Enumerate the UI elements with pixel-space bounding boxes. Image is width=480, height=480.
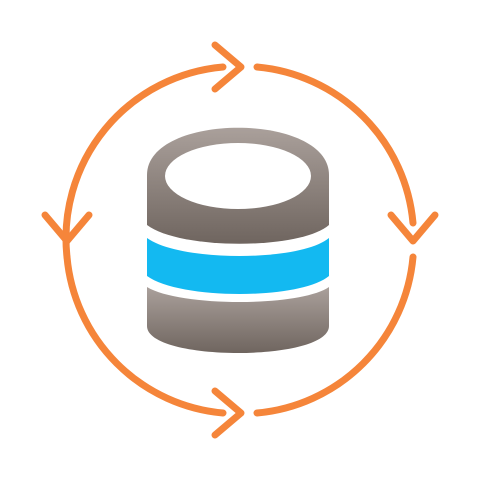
circular-refresh-arrows-icon [41,41,439,439]
arrowhead-left [41,211,93,245]
arc-bottom-left [63,253,227,417]
arrowhead-bottom [211,387,245,439]
arc-bottom-right [253,253,417,417]
cylinder-bottom-segment [147,287,329,353]
database-cylinder-icon [147,127,329,353]
arrowhead-right [387,211,439,245]
cylinder-cap [165,143,311,209]
arc-top-left [62,63,227,261]
arrowhead-top [211,41,245,93]
arc-top-right [253,63,417,227]
cylinder-blue-band [147,238,329,294]
